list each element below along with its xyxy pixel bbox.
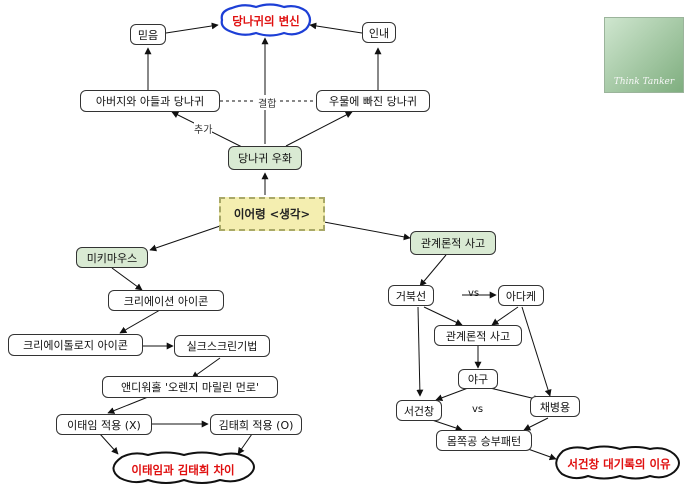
lee-kim-diff-node: 이태임과 김태희 차이 bbox=[112, 457, 254, 483]
baseball-node: 야구 bbox=[458, 369, 498, 389]
creatology-icon-node: 크리에이톨로지 아이콘 bbox=[8, 334, 143, 356]
silkscreen-text: 실크스크린기법 bbox=[186, 340, 258, 353]
donkey-fable-node: 당나귀 우화 bbox=[228, 146, 302, 170]
patience-text: 인내 bbox=[368, 26, 390, 40]
faith-node: 믿음 bbox=[130, 24, 166, 45]
title-cloud-shape bbox=[220, 3, 312, 37]
father-son-donkey-node: 아버지와 아들과 당나귀 bbox=[80, 90, 220, 112]
logo-text: Think Tanker bbox=[613, 77, 675, 87]
creation-icon-node: 크리에이션 아이콘 bbox=[108, 290, 224, 311]
atakebune-node: 아다케 bbox=[498, 285, 544, 306]
chae-node: 채병용 bbox=[530, 396, 580, 417]
lee-kim-diff-text: 이태임과 김태희 차이 bbox=[131, 463, 235, 477]
relational-text-2: 관계론적 사고 bbox=[445, 329, 511, 343]
mickey-node: 미키마우스 bbox=[76, 247, 148, 268]
creation-icon-text: 크리에이션 아이콘 bbox=[123, 294, 209, 308]
warhol-node: 앤디워홀 '오렌지 마릴린 먼로' bbox=[102, 376, 278, 398]
kim-apply-node: 김태희 적용 (O) bbox=[210, 414, 302, 435]
offense-defense-text: 몸쪽공 승부패턴 bbox=[446, 434, 522, 448]
father-son-donkey-text: 아버지와 아들과 당나귀 bbox=[95, 95, 205, 108]
atakebune-text: 아다케 bbox=[505, 289, 537, 303]
reason-cloud-shape bbox=[555, 445, 680, 480]
relational-node-2: 관계론적 사고 bbox=[434, 325, 522, 346]
relational-node-1: 관계론적 사고 bbox=[410, 231, 496, 255]
baseball-text: 야구 bbox=[467, 373, 489, 386]
title-node: 당나귀의 변신 bbox=[222, 8, 310, 34]
creatology-icon-text: 크리에이톨로지 아이콘 bbox=[23, 339, 128, 352]
offense-defense-node: 몸쪽공 승부패턴 bbox=[436, 430, 532, 451]
seo-reason-text: 서건창 대기록의 이유 bbox=[567, 457, 671, 471]
well-donkey-text: 우물에 빠진 당나귀 bbox=[329, 95, 417, 108]
relational-text-1: 관계론적 사고 bbox=[420, 237, 486, 250]
add-label: 추가 bbox=[194, 121, 213, 136]
well-donkey-node: 우물에 빠진 당나귀 bbox=[316, 90, 430, 112]
silkscreen-node: 실크스크린기법 bbox=[174, 335, 270, 357]
core-node: 이어령 <생각> bbox=[219, 197, 325, 231]
vs-label-1: vs bbox=[468, 288, 480, 299]
chae-text: 채병용 bbox=[539, 400, 571, 414]
lee-apply-text: 이태임 적용 (X) bbox=[67, 418, 141, 432]
think-tanker-logo: Think Tanker bbox=[604, 17, 684, 93]
seo-node: 서건창 bbox=[396, 400, 442, 421]
diff-cloud-shape bbox=[112, 451, 255, 484]
lee-apply-node: 이태임 적용 (X) bbox=[56, 414, 152, 435]
patience-node: 인내 bbox=[362, 22, 396, 43]
faith-text: 믿음 bbox=[137, 28, 159, 42]
vs-label-2: vs bbox=[472, 404, 484, 415]
core-text: 이어령 <생각> bbox=[233, 207, 311, 221]
title-text: 당나귀의 변신 bbox=[232, 14, 300, 28]
geobukseon-text: 거북선 bbox=[395, 289, 427, 303]
combine-label: 결합 bbox=[256, 95, 279, 110]
kim-apply-text: 김태희 적용 (O) bbox=[218, 418, 294, 432]
donkey-fable-text: 당나귀 우화 bbox=[237, 152, 293, 165]
geobukseon-node: 거북선 bbox=[388, 285, 434, 306]
warhol-text: 앤디워홀 '오렌지 마릴린 먼로' bbox=[121, 381, 259, 394]
seo-text: 서건창 bbox=[403, 404, 435, 418]
seo-reason-node: 서건창 대기록의 이유 bbox=[554, 451, 684, 477]
mickey-text: 미키마우스 bbox=[86, 251, 138, 265]
